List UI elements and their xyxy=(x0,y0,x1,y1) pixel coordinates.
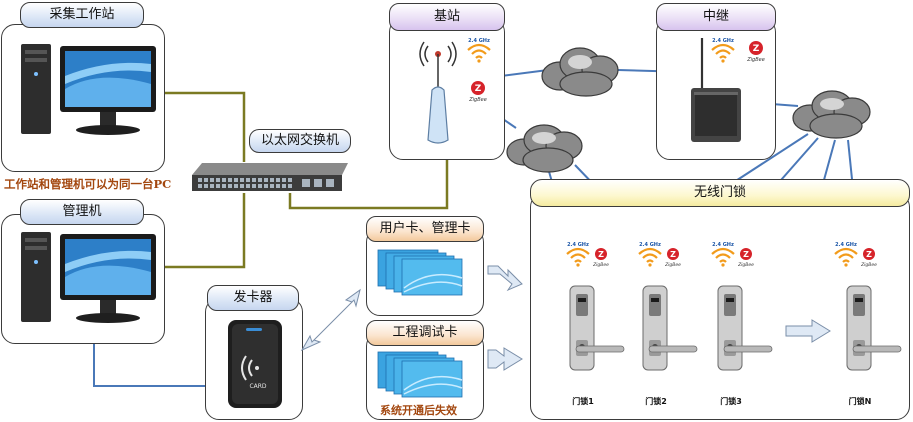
wifi-icon: 2.4 GHz xyxy=(638,242,662,267)
zigbee-letter: Z xyxy=(743,250,749,259)
lock-label: 门锁3 xyxy=(720,397,742,406)
debug-card-note: 系统开通后失效 xyxy=(380,404,457,417)
arrow-icon xyxy=(487,265,523,292)
lock-label: 门锁1 xyxy=(572,397,594,406)
door-lock-icon xyxy=(642,285,698,371)
cloud-icon xyxy=(506,124,583,173)
zigbee-letter: Z xyxy=(753,44,760,54)
zigbee-icon: Z ZigBee xyxy=(468,81,487,103)
antenna-icon xyxy=(419,41,457,144)
cable-manager-switch xyxy=(163,193,246,269)
zigbee-icon: Z ZigBee xyxy=(737,248,754,268)
door-lock-icon xyxy=(717,285,773,371)
manager-title: 管理机 xyxy=(20,199,144,225)
card-reader-icon: CARD xyxy=(228,320,282,408)
zigbee-letter: Z xyxy=(598,250,604,259)
zigbee-letter: Z xyxy=(475,84,482,94)
zigbee-icon: Z ZigBee xyxy=(592,248,609,268)
wifi-icon: 2.4 GHz xyxy=(834,242,858,267)
wifi-freq-label: 2.4 GHz xyxy=(567,242,589,248)
zigbee-label: ZigBee xyxy=(468,97,487,103)
wireless-lock-title: 无线门锁 xyxy=(530,179,910,207)
switch-label: 以太网交换机 xyxy=(249,129,351,153)
cable-workstation-switch xyxy=(163,91,246,162)
lock-label: 门锁N xyxy=(848,397,872,406)
cloud-icon xyxy=(541,47,619,97)
arrow-icon xyxy=(487,347,523,371)
double-arrow-icon xyxy=(300,288,361,352)
relay-title: 中继 xyxy=(656,3,776,31)
wifi-icon: 2.4 GHz xyxy=(566,242,590,267)
wifi-freq-label: 2.4 GHz xyxy=(835,242,857,248)
zigbee-label: ZigBee xyxy=(664,262,681,268)
zigbee-label: ZigBee xyxy=(746,57,765,63)
pc-note: 工作站和管理机可以为同一台PC xyxy=(4,177,172,191)
door-lock-icon xyxy=(846,285,902,371)
workstation-title: 采集工作站 xyxy=(20,2,144,28)
debug-card-title: 工程调试卡 xyxy=(366,320,484,346)
relay-device-icon xyxy=(691,38,741,142)
zigbee-label: ZigBee xyxy=(737,262,754,268)
zigbee-label: ZigBee xyxy=(592,262,609,268)
wifi-icon: 2.4 GHz xyxy=(711,38,735,63)
zigbee-letter: Z xyxy=(670,250,676,259)
zigbee-icon: Z ZigBee xyxy=(664,248,681,268)
cable-manager-issuer xyxy=(93,342,208,387)
card-reader-label: CARD xyxy=(249,383,266,390)
zigbee-letter: Z xyxy=(866,250,872,259)
wifi-freq-label: 2.4 GHz xyxy=(712,38,734,44)
zigbee-icon: Z ZigBee xyxy=(746,41,765,63)
cable-switch-base xyxy=(288,158,449,210)
user-card-title: 用户卡、管理卡 xyxy=(366,216,484,242)
computer-icon xyxy=(21,44,156,135)
zigbee-label: ZigBee xyxy=(860,262,877,268)
lock-label: 门锁2 xyxy=(645,397,667,406)
computer-icon xyxy=(21,232,156,323)
card-stack-icon xyxy=(377,249,463,296)
card-issuer-title: 发卡器 xyxy=(207,285,299,311)
continue-arrow-icon xyxy=(785,319,831,343)
switch-icon xyxy=(192,163,348,191)
wifi-freq-label: 2.4 GHz xyxy=(712,242,734,248)
wifi-icon: 2.4 GHz xyxy=(711,242,735,267)
card-stack-icon xyxy=(377,351,463,398)
wifi-freq-label: 2.4 GHz xyxy=(468,38,490,44)
base-station-title: 基站 xyxy=(389,3,505,31)
wifi-icon: 2.4 GHz xyxy=(467,38,491,63)
door-lock-icon xyxy=(569,285,625,371)
cloud-icon xyxy=(792,90,871,139)
zigbee-icon: Z ZigBee xyxy=(860,248,877,268)
wifi-freq-label: 2.4 GHz xyxy=(639,242,661,248)
